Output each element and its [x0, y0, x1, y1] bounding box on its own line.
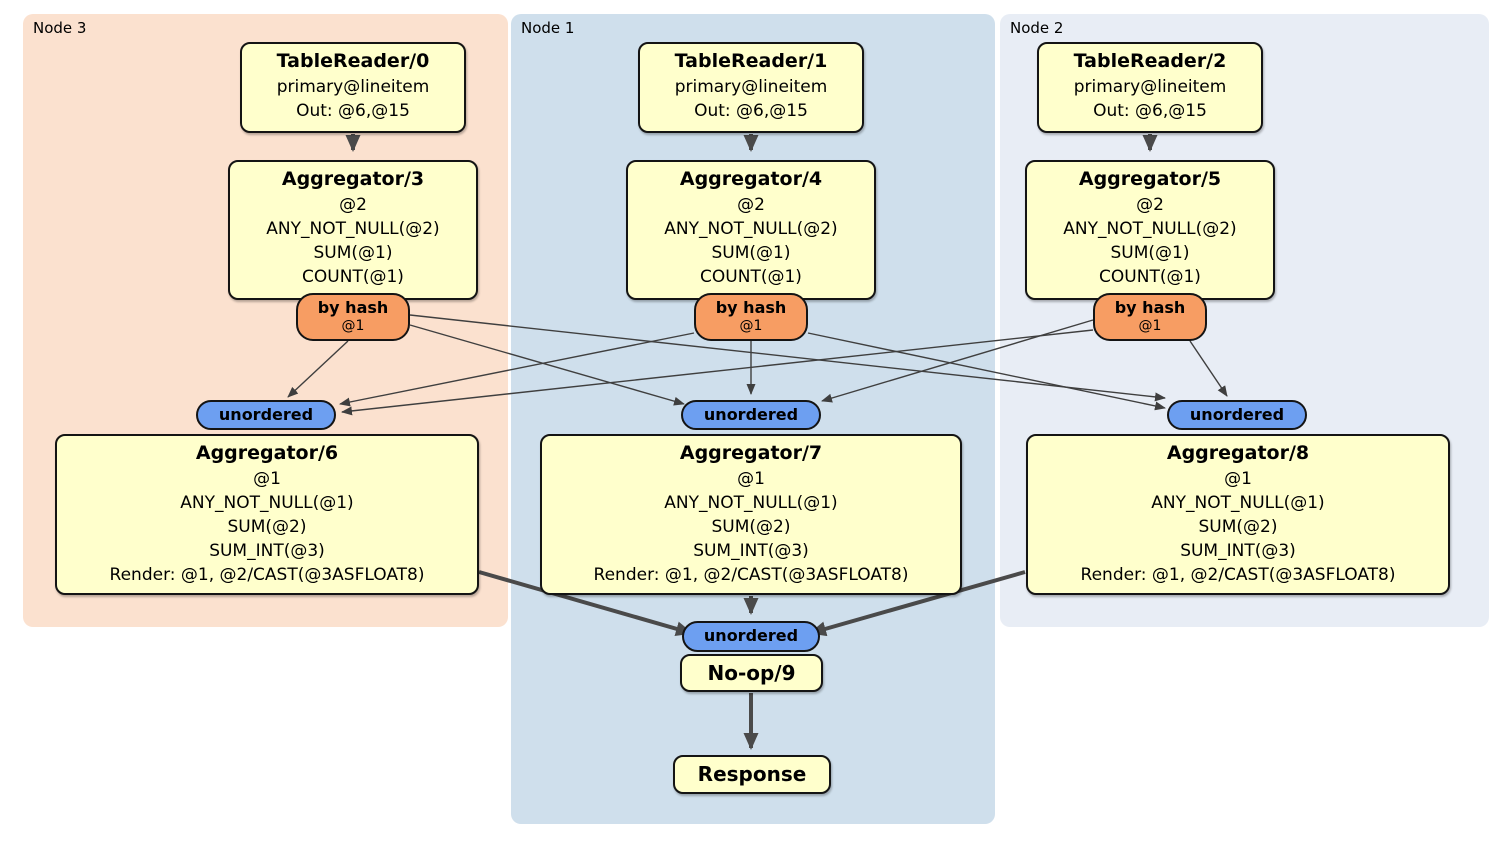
- processor-row: @2: [339, 195, 367, 215]
- router-label: by hash: [715, 298, 787, 317]
- edge-hash3-u1: [287, 340, 349, 398]
- processor-aggregator-3: Aggregator/3 @2 ANY_NOT_NULL(@2) SUM(@1)…: [228, 160, 478, 300]
- sync-unordered-agg8: unordered: [1167, 400, 1307, 430]
- processor-aggregator-8: Aggregator/8 @1 ANY_NOT_NULL(@1) SUM(@2)…: [1026, 434, 1450, 595]
- processor-row: SUM_INT(@3): [209, 541, 325, 561]
- router-detail: @1: [739, 318, 763, 334]
- node-panel-1-label: Node 1: [521, 19, 575, 37]
- edge-hash4-u1: [339, 332, 695, 407]
- processor-row: Render: @1, @2/CAST(@3ASFLOAT8): [1080, 565, 1396, 585]
- processor-row: SUM_INT(@3): [693, 541, 809, 561]
- processor-row: @2: [1136, 195, 1164, 215]
- edge-hash5-u3: [1189, 340, 1228, 397]
- processor-title: Aggregator/7: [679, 442, 823, 464]
- router-by-hash-5: by hash @1: [1093, 293, 1207, 341]
- local-stream-edges: [345, 134, 1158, 750]
- router-by-hash-4: by hash @1: [694, 293, 808, 341]
- processor-title: TableReader/1: [674, 50, 828, 72]
- processor-title: Aggregator/3: [281, 168, 425, 190]
- router-detail: @1: [1138, 318, 1162, 334]
- processor-title: TableReader/2: [1073, 50, 1227, 72]
- processor-row: ANY_NOT_NULL(@1): [1151, 493, 1325, 513]
- processor-row: Out: @6,@15: [694, 101, 808, 121]
- processor-aggregator-4: Aggregator/4 @2 ANY_NOT_NULL(@2) SUM(@1)…: [626, 160, 876, 300]
- processor-noop-9: No-op/9: [680, 654, 823, 692]
- processor-row: SUM_INT(@3): [1180, 541, 1296, 561]
- processor-row: @2: [737, 195, 765, 215]
- processor-aggregator-6: Aggregator/6 @1 ANY_NOT_NULL(@1) SUM(@2)…: [55, 434, 479, 595]
- processor-title: Aggregator/8: [1166, 442, 1310, 464]
- edge-agg8-unordered: [809, 570, 1026, 637]
- processor-row: @1: [737, 469, 765, 489]
- node-panel-2-label: Node 2: [1010, 19, 1064, 37]
- processor-row: ANY_NOT_NULL(@1): [180, 493, 354, 513]
- processor-row: ANY_NOT_NULL(@2): [266, 219, 440, 239]
- processor-aggregator-7: Aggregator/7 @1 ANY_NOT_NULL(@1) SUM(@2)…: [540, 434, 962, 595]
- processor-row: COUNT(@1): [1099, 267, 1201, 287]
- sync-label: unordered: [703, 626, 799, 645]
- hash-route-edges: [287, 314, 1228, 416]
- processor-row: ANY_NOT_NULL(@1): [664, 493, 838, 513]
- processor-row: COUNT(@1): [700, 267, 802, 287]
- router-detail: @1: [341, 318, 365, 334]
- processor-title: Aggregator/6: [195, 442, 339, 464]
- processor-tablereader-0: TableReader/0 primary@lineitem Out: @6,@…: [240, 42, 466, 133]
- processor-row: Out: @6,@15: [296, 101, 410, 121]
- edge-agg6-unordered: [478, 570, 693, 637]
- processor-row: SUM(@1): [313, 243, 393, 263]
- edge-hash3-u2: [409, 324, 685, 406]
- processor-row: COUNT(@1): [302, 267, 404, 287]
- processor-row: ANY_NOT_NULL(@2): [1063, 219, 1237, 239]
- sync-unordered-agg6: unordered: [196, 400, 336, 430]
- processor-row: SUM(@2): [711, 517, 791, 537]
- sync-label: unordered: [218, 405, 314, 424]
- processor-row: primary@lineitem: [674, 77, 828, 97]
- processor-row: SUM(@1): [1110, 243, 1190, 263]
- processor-aggregator-5: Aggregator/5 @2 ANY_NOT_NULL(@2) SUM(@1)…: [1025, 160, 1275, 300]
- sync-unordered-agg7: unordered: [681, 400, 821, 430]
- processor-row: @1: [253, 469, 281, 489]
- router-label: by hash: [317, 298, 389, 317]
- processor-tablereader-2: TableReader/2 primary@lineitem Out: @6,@…: [1037, 42, 1263, 133]
- edge-hash3-u3: [409, 314, 1166, 402]
- processor-row: primary@lineitem: [1073, 77, 1227, 97]
- processor-row: @1: [1224, 469, 1252, 489]
- processor-title: Response: [697, 762, 807, 786]
- router-label: by hash: [1114, 298, 1186, 317]
- sync-unordered-noop: unordered: [682, 621, 820, 652]
- processor-row: SUM(@1): [711, 243, 791, 263]
- processor-row: SUM(@2): [227, 517, 307, 537]
- sync-label: unordered: [703, 405, 799, 424]
- processor-row: Out: @6,@15: [1093, 101, 1207, 121]
- edge-hash5-u1: [341, 329, 1094, 416]
- router-by-hash-3: by hash @1: [296, 293, 410, 341]
- processor-title: Aggregator/4: [679, 168, 823, 190]
- processor-title: No-op/9: [707, 660, 796, 685]
- processor-row: SUM(@2): [1198, 517, 1278, 537]
- processor-tablereader-1: TableReader/1 primary@lineitem Out: @6,@…: [638, 42, 864, 133]
- processor-title: Aggregator/5: [1078, 168, 1222, 190]
- processor-row: Render: @1, @2/CAST(@3ASFLOAT8): [593, 565, 909, 585]
- node-panel-3-label: Node 3: [33, 19, 87, 37]
- processor-row: ANY_NOT_NULL(@2): [664, 219, 838, 239]
- processor-row: Render: @1, @2/CAST(@3ASFLOAT8): [109, 565, 425, 585]
- edge-hash4-u3: [807, 332, 1166, 411]
- sync-label: unordered: [1189, 405, 1285, 424]
- edge-hash5-u2: [821, 319, 1094, 403]
- processor-row: primary@lineitem: [276, 77, 430, 97]
- processor-response: Response: [673, 755, 831, 794]
- processor-title: TableReader/0: [276, 50, 430, 72]
